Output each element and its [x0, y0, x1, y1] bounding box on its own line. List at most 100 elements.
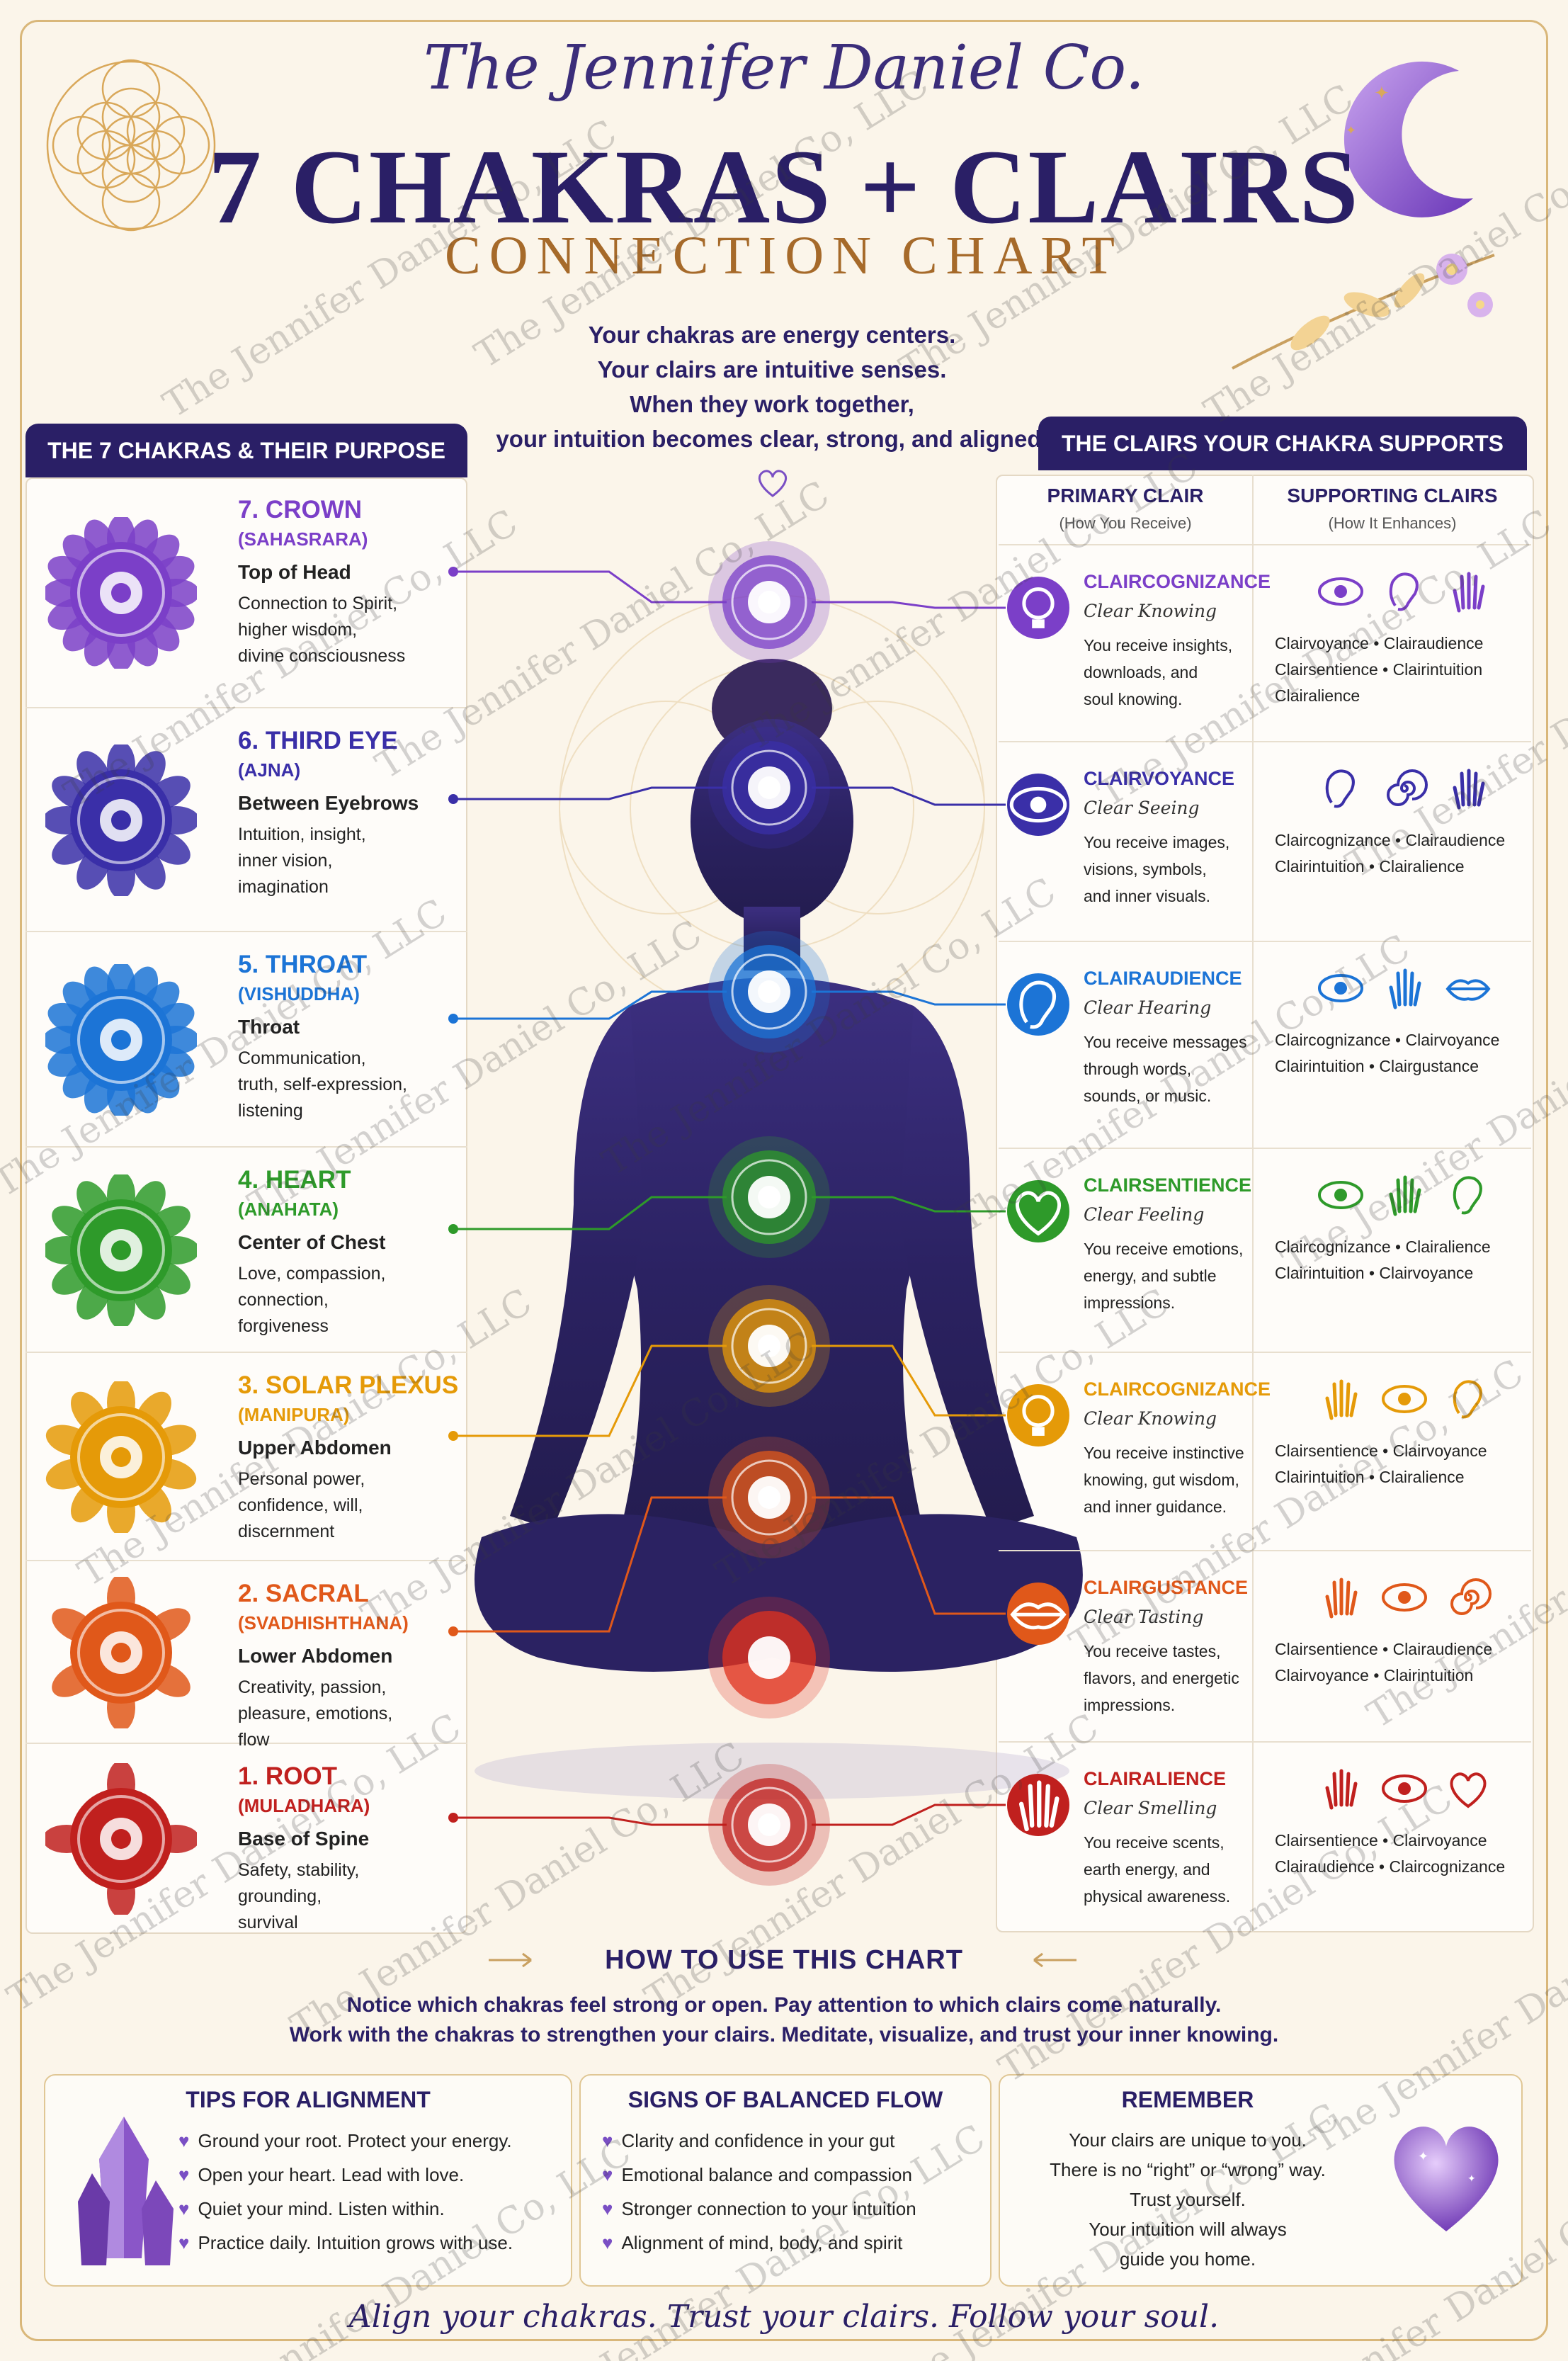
clair-description-line: impressions. — [1084, 1696, 1176, 1714]
clair-description-line: visions, symbols, — [1084, 860, 1207, 878]
crystal-heart-icon: ✦✦ — [1394, 2127, 1499, 2231]
tips-item: ♥Practice daily. Intuition grows with us… — [178, 2232, 513, 2253]
chakra-sanskrit: (MULADHARA) — [238, 1795, 370, 1816]
chakra-name: 3. SOLAR PLEXUS — [238, 1371, 459, 1399]
hand-icon — [1380, 963, 1429, 1017]
how-to-line: Work with the chakras to strengthen your… — [289, 2023, 1279, 2046]
chakra-location: Between Eyebrows — [238, 792, 419, 814]
spiral-icon — [1443, 1573, 1493, 1626]
clair-name: CLAIRAUDIENCE — [1084, 968, 1242, 989]
chakra-name: 5. THROAT — [238, 951, 368, 978]
clair-subtitle: Clear Feeling — [1084, 1204, 1205, 1225]
chakra-description: Creativity, passion,pleasure, emotions,f… — [238, 1675, 392, 1753]
tips-item: ♥Quiet your mind. Listen within. — [178, 2198, 445, 2219]
supporting-icons — [1316, 1170, 1528, 1220]
primary-clair-header: PRIMARY CLAIR — [1047, 485, 1204, 506]
crescent-moon-icon: ✦ ✦ — [1343, 61, 1473, 217]
chakra-description: Safety, stability,grounding,survival — [238, 1857, 359, 1936]
supporting-clairs-subheader: (How It Enhances) — [1328, 514, 1457, 532]
clair-description-line: sounds, or music. — [1084, 1087, 1212, 1105]
lips-icon — [1443, 963, 1493, 1017]
hand-icon — [1443, 764, 1493, 817]
clair-name: CLAIRVOYANCE — [1084, 768, 1235, 789]
supporting-clairs-line: Clairsentience • Clairvoyance — [1275, 1831, 1487, 1850]
chakra-description: Intuition, insight,inner vision,imaginat… — [238, 822, 366, 900]
svg-text:✦: ✦ — [1467, 2173, 1476, 2184]
clair-description-line: physical awareness. — [1084, 1887, 1231, 1906]
chakra-location: Lower Abdomen — [238, 1645, 393, 1667]
chakra-description-line: Intuition, insight, — [238, 825, 366, 844]
chakra-location: Top of Head — [238, 561, 351, 583]
page-frame — [20, 20, 1548, 2341]
chakra-description-line: inner vision, — [238, 851, 333, 871]
chakra-sanskrit: (AJNA) — [238, 759, 301, 781]
supporting-icons — [1316, 1573, 1528, 1622]
clair-name: CLAIRCOGNIZANCE — [1084, 571, 1271, 592]
chakra-description: Personal power,confidence, will,discernm… — [238, 1466, 365, 1545]
chakra-description-line: Love, compassion, — [238, 1264, 386, 1284]
supporting-clairs-line: Clairvoyance • Clairaudience — [1275, 634, 1484, 652]
svg-text:✦: ✦ — [1374, 82, 1390, 103]
floral-sprig-icon — [1232, 254, 1495, 370]
chakra-name: 6. THIRD EYE — [238, 727, 398, 754]
clair-description-line: impressions. — [1084, 1293, 1176, 1312]
chakra-description-line: confidence, will, — [238, 1495, 363, 1515]
tips-list: ♥Ground your root. Protect your energy. … — [178, 2124, 513, 2260]
hand-icon — [1316, 1764, 1365, 1817]
lips-icon — [1007, 1583, 1069, 1645]
spine-chakra-glow — [705, 928, 833, 1055]
chakra-location: Upper Abdomen — [238, 1437, 392, 1459]
ear-icon — [1316, 764, 1365, 817]
signs-list: ♥Clarity and confidence in your gut ♥Emo… — [602, 2124, 916, 2260]
chakra-description-line: Connection to Spirit, — [238, 594, 398, 613]
heart-outline-icon — [758, 470, 788, 497]
clair-description-line: soul knowing. — [1084, 690, 1183, 708]
clair-description-line: downloads, and — [1084, 663, 1198, 681]
clair-subtitle: Clear Hearing — [1084, 997, 1212, 1018]
chakra-name: 2. SACRAL — [238, 1580, 369, 1607]
chakra-location: Center of Chest — [238, 1231, 386, 1253]
supporting-clairs-line: Claircognizance • Clairalience — [1275, 1238, 1491, 1256]
ear-icon — [1380, 567, 1429, 620]
intro-text: Your chakras are energy centers. Your cl… — [467, 317, 1076, 456]
eye-icon — [1380, 1573, 1429, 1626]
supporting-icons — [1316, 1374, 1528, 1424]
clair-description-line: and inner guidance. — [1084, 1497, 1227, 1516]
clair-description-line: and inner visuals. — [1084, 887, 1210, 905]
tips-item: ♥Open your heart. Lead with love. — [178, 2164, 465, 2185]
supporting-clairs-line: Clairsentience • Clairintuition — [1275, 660, 1483, 679]
clair-description-line: You receive insights, — [1084, 636, 1233, 655]
chakra-description-line: pleasure, emotions, — [238, 1704, 393, 1723]
throat-chakra-icon — [42, 961, 200, 1119]
clair-name: CLAIRALIENCE — [1084, 1768, 1226, 1789]
crown-chakra-icon — [42, 514, 200, 672]
chakra-name: 4. HEART — [238, 1166, 351, 1194]
spine-chakra-glow — [705, 1761, 833, 1889]
how-to-line: Notice which chakras feel strong or open… — [346, 1993, 1222, 2017]
signs-item: ♥Stronger connection to your intuition — [602, 2198, 916, 2219]
chakra-description: Love, compassion,connection,forgiveness — [238, 1261, 385, 1340]
clair-description-line: You receive scents, — [1084, 1833, 1225, 1852]
heart-chakra-icon — [42, 1172, 200, 1329]
eye-icon — [1380, 1374, 1429, 1427]
chakra-description-line: listening — [238, 1101, 303, 1121]
spine-chakra-glow — [705, 1133, 833, 1261]
eye-icon — [1007, 774, 1069, 836]
remember-line: guide you home. — [1119, 2248, 1256, 2270]
clair-description-line: energy, and subtle — [1084, 1267, 1217, 1285]
clair-subtitle: Clear Tasting — [1084, 1607, 1204, 1627]
ear-icon — [1443, 1374, 1493, 1427]
chakra-description-line: connection, — [238, 1290, 329, 1310]
